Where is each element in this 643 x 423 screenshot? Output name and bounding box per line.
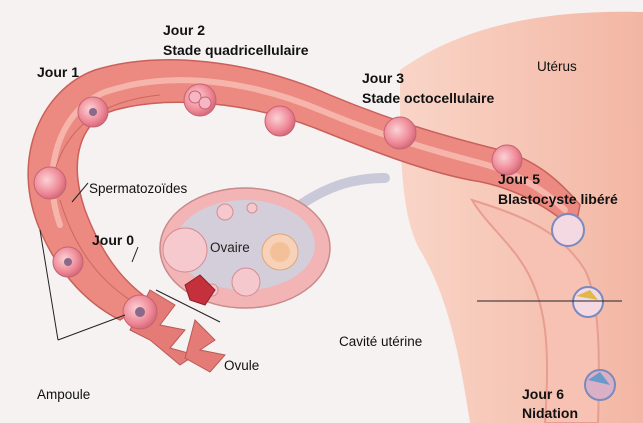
label-day1: Jour 1: [37, 64, 79, 80]
label-ovule: Ovule: [224, 358, 259, 374]
label-day0: Jour 0: [92, 232, 134, 248]
label-day3-stage: Stade octocellulaire: [362, 90, 494, 106]
label-ampulla: Ampoule: [37, 387, 90, 403]
label-sperm: Spermatozoïdes: [89, 181, 187, 197]
label-cavity: Cavité utérine: [339, 334, 422, 350]
embryo-2cell: [34, 167, 66, 199]
embryo-day5: [552, 214, 584, 246]
label-day6: Jour 6: [522, 386, 564, 402]
label-day5-stage: Blastocyste libéré: [498, 191, 618, 207]
embryo-day3: [384, 117, 416, 149]
label-day2-stage: Stade quadricellulaire: [163, 42, 309, 58]
ovarian-ligament: [300, 178, 385, 205]
label-uterus: Utérus: [537, 59, 577, 75]
embryo-4cell: [265, 106, 295, 136]
follicle: [163, 228, 207, 272]
label-day6-stage: Nidation: [522, 405, 578, 421]
label-ovary: Ovaire: [210, 240, 250, 256]
label-day2: Jour 2: [163, 22, 205, 38]
label-day5: Jour 5: [498, 171, 540, 187]
label-day3: Jour 3: [362, 70, 404, 86]
